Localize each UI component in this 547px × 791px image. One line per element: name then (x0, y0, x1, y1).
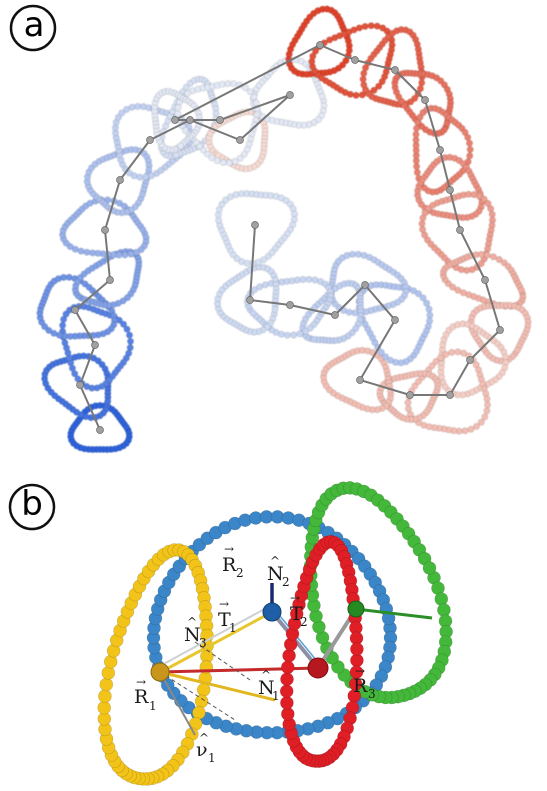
svg-text:→: → (219, 597, 229, 611)
svg-text:→: → (224, 542, 234, 556)
svg-text:1: 1 (208, 751, 216, 765)
svg-text:2: 2 (236, 566, 244, 580)
svg-text:^: ^ (261, 668, 271, 682)
svg-text:3: 3 (199, 636, 207, 650)
red-ring-bead (283, 649, 296, 662)
red-ring-bead (350, 643, 363, 656)
blue-center-bead (263, 603, 281, 621)
label-N2: N 2 ^ (267, 554, 290, 589)
svg-text:2: 2 (300, 615, 308, 629)
yellow-ring-bead (98, 701, 111, 714)
label-R2: R 2 → (222, 542, 244, 580)
svg-text:1: 1 (149, 699, 157, 713)
red-ring-bead (280, 696, 293, 709)
label-N1: N 1 ^ (258, 668, 280, 703)
svg-text:R: R (134, 686, 149, 708)
yellow-center-bead (151, 663, 169, 681)
svg-text:1: 1 (272, 689, 280, 703)
label-R1: R 1 → (134, 675, 157, 713)
svg-text:^: ^ (270, 554, 280, 568)
yellow-ring-bead (102, 666, 115, 679)
svg-text:^: ^ (199, 731, 209, 745)
green-ring-bead (423, 562, 436, 575)
red-center-bead (308, 658, 328, 678)
yellow-to-blue-line-2 (160, 606, 270, 666)
svg-text:2: 2 (282, 575, 290, 589)
svg-text:R: R (222, 554, 237, 576)
svg-text:1: 1 (229, 621, 237, 635)
label-T1: T 1 → (218, 597, 237, 635)
green-center-bead (348, 601, 364, 617)
red-ring-bead (281, 661, 294, 674)
label-nu1: ν 1 ^ (196, 731, 216, 765)
red-ring-bead (280, 685, 293, 698)
yellow-ring-bead (98, 690, 111, 703)
svg-text:3: 3 (368, 687, 376, 701)
yellow-to-blue-line (161, 612, 272, 672)
svg-text:^: ^ (187, 615, 197, 629)
svg-text:→: → (290, 591, 300, 605)
yellow-ring-bead (195, 695, 208, 708)
red-ring-bead (281, 673, 294, 686)
svg-text:R: R (353, 675, 368, 697)
svg-text:→: → (355, 664, 365, 678)
svg-text:→: → (136, 675, 146, 689)
yellow-ring-bead (100, 678, 113, 691)
